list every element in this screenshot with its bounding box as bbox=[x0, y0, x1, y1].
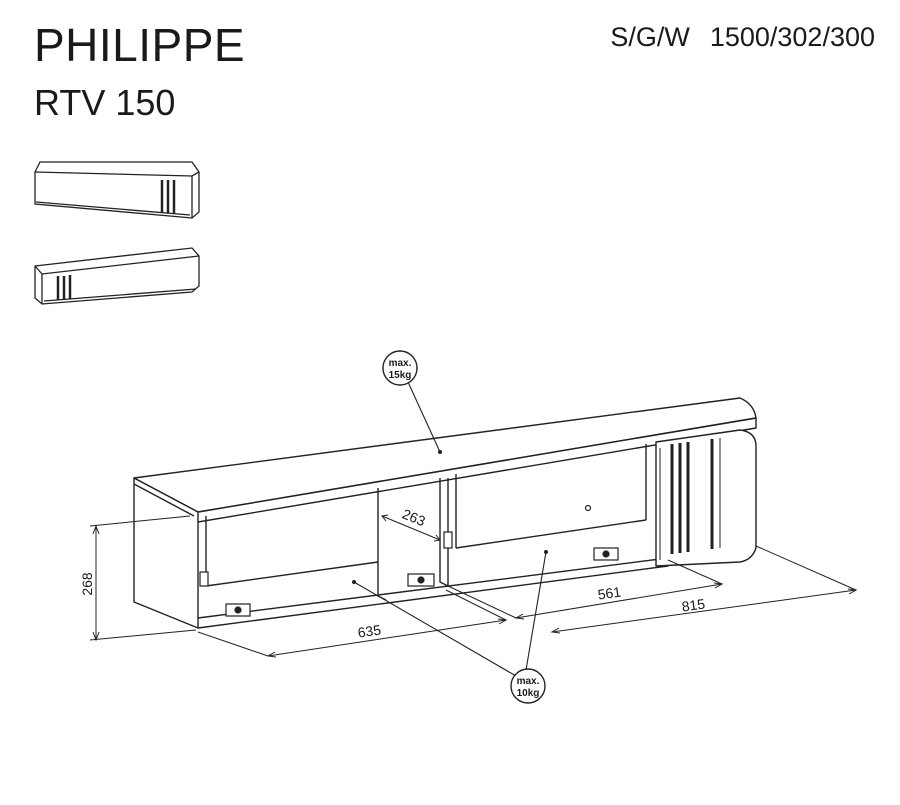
load-point-right bbox=[544, 550, 548, 554]
badge-bottom-line2: 10kg bbox=[517, 688, 540, 699]
product-title: PHILIPPE bbox=[34, 19, 246, 71]
badge-top-line1: max. bbox=[389, 358, 412, 369]
badge-bottom-line1: max. bbox=[517, 676, 540, 687]
dim-right-width: 815 bbox=[681, 595, 707, 614]
load-point-left bbox=[352, 580, 356, 584]
thumbnail-mirrored bbox=[34, 247, 200, 305]
hinge-hardware bbox=[199, 504, 619, 617]
load-badge-top: max. 15kg bbox=[382, 350, 418, 386]
cabinet-main bbox=[133, 397, 757, 629]
dimension-values: 1500/302/300 bbox=[709, 22, 875, 52]
dimension-codes: S/G/W bbox=[610, 22, 690, 52]
badge-top-line2: 15kg bbox=[389, 370, 412, 381]
dim-middle-width: 561 bbox=[597, 583, 623, 602]
load-leader-lines bbox=[353, 381, 547, 677]
dimension-lines bbox=[89, 514, 858, 658]
overall-dimensions: S/G/W 1500/302/300 bbox=[610, 22, 875, 53]
dim-height: 268 bbox=[79, 572, 95, 596]
dim-left-width: 635 bbox=[357, 621, 383, 640]
model-name: RTV 150 bbox=[34, 82, 176, 123]
thumbnail-closed bbox=[34, 161, 200, 219]
load-badge-bottom: max. 10kg bbox=[510, 668, 546, 704]
load-point-top bbox=[438, 450, 442, 454]
